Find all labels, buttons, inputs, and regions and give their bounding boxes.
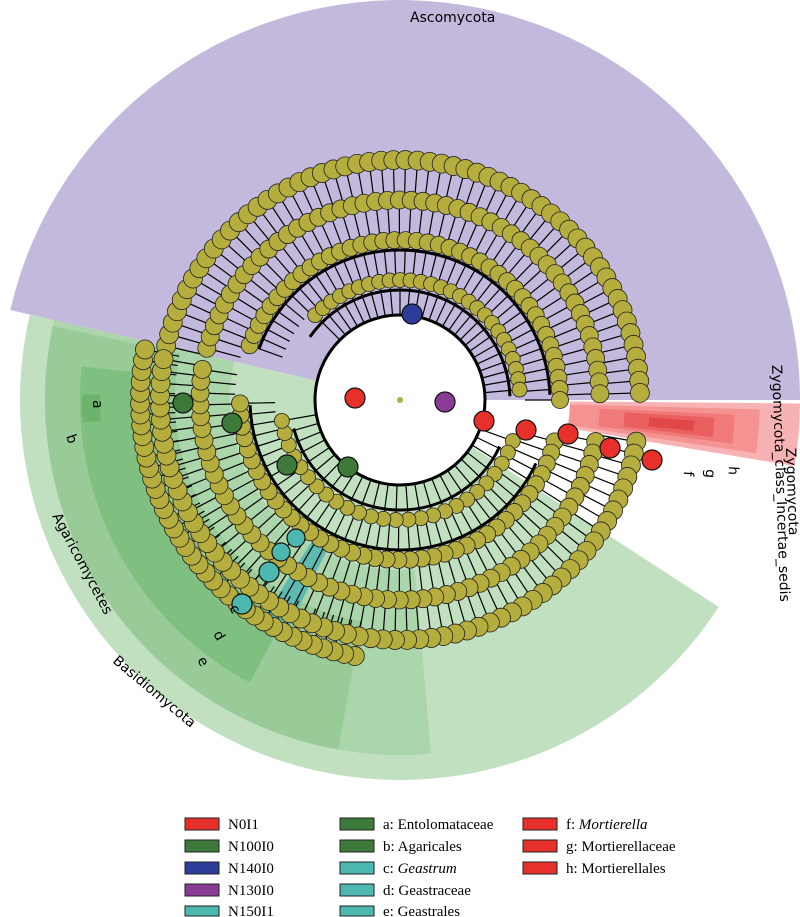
tree-node: [273, 412, 290, 429]
legend-swatch-e: [339, 905, 375, 917]
legend-swatch-n130i0: [184, 883, 220, 897]
node-n130i0: [434, 391, 456, 413]
sector-label-zygomycota: Zygomycota: [782, 448, 800, 536]
sector-label-zygomycota-incertae: Zygomycota_class_Incertae_sedis: [768, 365, 792, 602]
tree-node: [629, 382, 650, 403]
clade-letter-g: g: [702, 469, 718, 479]
legend-taxon-b: b: Agaricales: [383, 839, 462, 855]
legend-swatch-b: [339, 839, 375, 853]
node-geastrum: [258, 561, 280, 583]
tree-node: [511, 381, 528, 398]
tree-node: [135, 339, 155, 360]
legend-taxon-d: d: Geastraceae: [383, 883, 471, 899]
legend-swatch-g: [522, 839, 558, 853]
legend-swatch-f: [522, 817, 558, 831]
legend-swatch-n100i0: [184, 839, 220, 853]
clade-letter-h: h: [725, 466, 741, 476]
root-node: [397, 397, 403, 403]
legend-swatch-c: [339, 861, 375, 875]
legend-swatch-n150i1: [184, 905, 220, 917]
node-n0i1-center: [344, 387, 366, 409]
legend-swatch-n0i1: [184, 817, 220, 831]
node-n140i0: [401, 303, 423, 325]
node-mortierellaceae: [557, 423, 579, 445]
legend-taxon-h: h: Mortierellales: [566, 861, 666, 877]
legend-taxon-e: e: Geastrales: [383, 904, 460, 917]
legend-label-n140i0: N140I0: [228, 861, 274, 877]
legend-taxon-f: f: Mortierella: [566, 817, 648, 833]
legend-taxa-col-2: f: Mortierella g: Mortierellaceae h: Mor…: [522, 817, 676, 877]
legend-taxon-a: a: Entolomataceae: [383, 817, 494, 833]
tree-node: [231, 394, 249, 413]
tree-arc: [308, 288, 512, 397]
legend-label-n150i1: N150I1: [228, 904, 274, 917]
sector-label-ascomycota: Ascomycota: [410, 10, 495, 26]
node-agaricales: [221, 412, 243, 434]
node-mortierella-2: [599, 437, 621, 459]
node-entolomataceae: [172, 392, 194, 414]
cladogram: Ascomycota Basidiomycota Agaricomycetes …: [10, 0, 800, 781]
legend-swatch-d: [339, 883, 375, 897]
legend: N0I1 N100I0 N140I0 N130I0 N150I1 a: Ento…: [184, 817, 676, 917]
legend-taxon-g: g: Mortierellaceae: [566, 839, 676, 855]
legend-taxon-c: c: Geastrum: [383, 861, 457, 877]
node-mortierella-1: [515, 419, 537, 441]
legend-swatch-a: [339, 817, 375, 831]
node-agaricomycetes: [276, 454, 298, 476]
sector-entolomataceae: [82, 394, 101, 423]
legend-label-n130i0: N130I0: [228, 883, 274, 899]
clade-letter-f: f: [680, 471, 696, 478]
legend-taxa-col-1: a: Entolomataceae b: Agaricales c: Geast…: [339, 817, 494, 917]
legend-groups: N0I1 N100I0 N140I0 N130I0 N150I1: [184, 817, 274, 917]
node-mortierella-3: [641, 449, 663, 471]
tree-node: [590, 384, 610, 404]
legend-label-n100i0: N100I0: [228, 839, 274, 855]
clade-letter-a: a: [89, 400, 105, 409]
legend-label-n0i1: N0I1: [228, 817, 259, 833]
node-geastrales: [286, 528, 306, 548]
tree-arc: [257, 248, 552, 395]
node-geastrum-leaf: [231, 593, 253, 615]
tree-node: [192, 360, 212, 379]
sector-mortierella: [648, 417, 695, 431]
node-mortierellales: [473, 410, 495, 432]
tree-nodes: [130, 150, 663, 666]
node-basidiomycota: [337, 456, 359, 478]
tree-arc: [248, 405, 538, 552]
tree-node: [551, 391, 569, 409]
legend-swatch-h: [522, 861, 558, 875]
node-geastraceae: [271, 542, 291, 562]
legend-swatch-n140i0: [184, 861, 220, 875]
tree-arc: [292, 428, 502, 512]
tree-node: [153, 349, 174, 370]
